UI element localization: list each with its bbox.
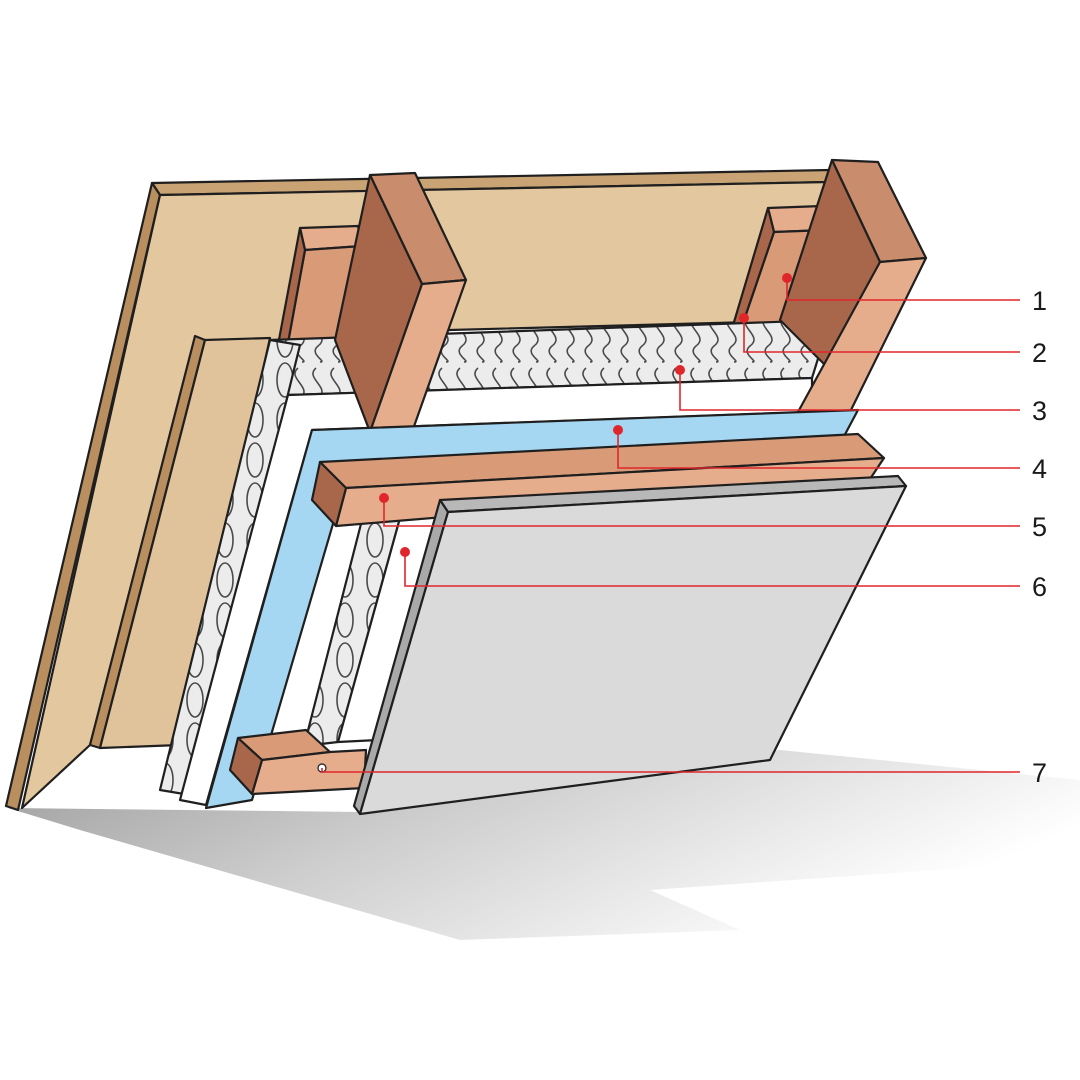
callout-3: 3 (1032, 396, 1047, 426)
callout-5: 5 (1032, 512, 1047, 542)
batten-bottom (228, 728, 368, 796)
callout-4: 4 (1032, 454, 1047, 484)
plasterboard (352, 474, 908, 816)
mineral-wool-inner (302, 510, 442, 748)
callout-leaders (321, 273, 1020, 773)
rafter-front-left (333, 171, 468, 434)
callout-2: 2 (1032, 338, 1047, 368)
callout-1: 1 (1032, 286, 1047, 316)
callout-6: 6 (1032, 572, 1047, 602)
osb-board-inner (88, 334, 272, 750)
floor-shadow (8, 750, 1080, 940)
callout-7: 7 (1032, 758, 1047, 788)
rafter-front-right (778, 158, 928, 414)
